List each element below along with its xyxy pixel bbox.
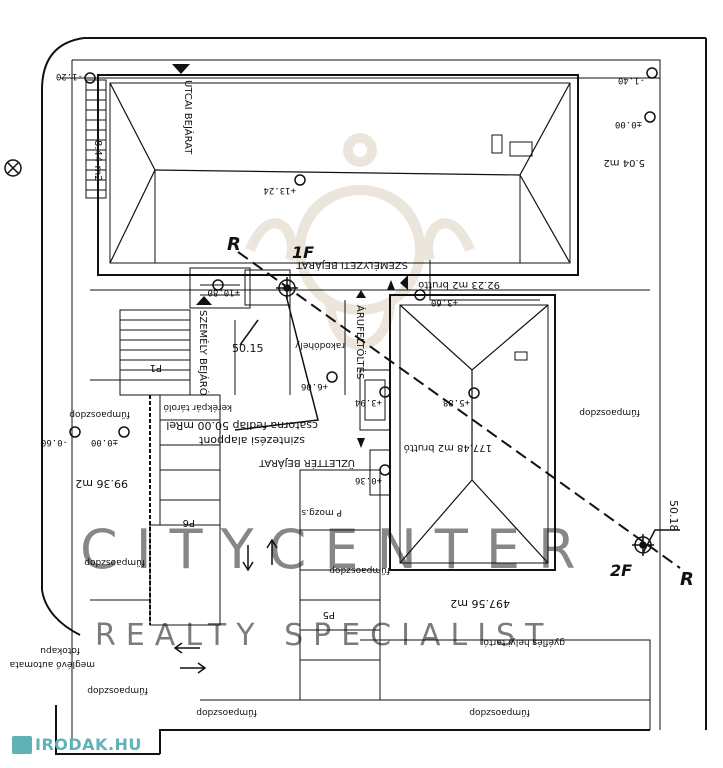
label-tree-1: fűmpaoszdop [69, 409, 130, 419]
label-staff-entrance: SZEMÉLYZETI BEJÁRAT [295, 259, 408, 272]
level-588: +5.88 [443, 397, 470, 407]
label-area-main: 177.48 m2 bruttó [404, 442, 492, 454]
survey-markers [4, 67, 680, 556]
label-machine: meglévő automata [10, 659, 95, 670]
level-top: +13.24 [263, 185, 296, 195]
label-machine2: fotokapu [40, 645, 80, 655]
label-street-entrance: UTCAI BEJÁRAT [182, 80, 195, 155]
level-1f-label: 1F [292, 243, 314, 262]
level-3: +3.60 [431, 297, 458, 307]
logo-text: IRODAK.HU [35, 735, 142, 754]
stairs-left [85, 79, 107, 199]
label-area-topleft: 8.44 m2 [92, 140, 103, 182]
level-060: -0.60 [41, 437, 68, 447]
label-tree-2: fűmpaoszdop [579, 407, 640, 417]
label-moz: P mozg.s. [299, 507, 342, 517]
level-000b: ±0.00 [91, 437, 118, 447]
label-tree-6: fűmpaoszdop [469, 707, 530, 717]
level-10: +10.80 [207, 287, 240, 297]
label-area-right: 5.04 m2 [603, 157, 645, 168]
level-394: +3.94 [355, 397, 382, 407]
label-person-entrance: SZEMÉLY BEJÁRÓ [197, 310, 210, 396]
label-50-15: 50.15 [232, 342, 264, 355]
label-trash: kerékpár tároló [163, 402, 232, 413]
label-container: gyéflés helyi tartó [483, 637, 565, 648]
level-606: +6.06 [301, 381, 328, 391]
section-label-r1: R [227, 234, 241, 255]
section-line [237, 251, 681, 569]
label-area-top: 92.23 m2 bruttó [418, 279, 500, 291]
label-goods-delivery: ÁRUFELTÖLTÉS [354, 305, 367, 379]
label-tree-3: fűmpaoszdop [84, 557, 145, 567]
building-top [97, 74, 579, 276]
watermark-text-2: REALTY SPECIALIST [95, 618, 553, 653]
label-area-lot: 497.56 m2 [450, 597, 510, 610]
label-sewer-note-1: csatorna fedlap 50.00 mRel [166, 419, 318, 432]
label-50-18: 50.18 [667, 500, 680, 532]
level-036: +0.36 [355, 475, 382, 485]
label-tree-4: fűmpaoszdop [329, 565, 390, 575]
label-shop-entrance: ÜZLETTÉR BEJÁRAT [258, 457, 355, 470]
level-140: -1.40 [618, 75, 645, 85]
label-area-left: 99.36 m2 [75, 477, 128, 490]
level-120: -1.20 [56, 71, 83, 81]
level-2f-label: 2F [610, 561, 632, 580]
label-parking-p5: P5 [323, 609, 335, 620]
entrance-arrows [172, 64, 408, 448]
middle-structures [90, 260, 651, 730]
building-main [389, 294, 556, 571]
label-storage: rakodóhely [294, 340, 345, 351]
irodak-logo: IRODAK.HU [12, 735, 142, 754]
section-label-r2: R [680, 569, 694, 590]
label-sewer-note-2: szintezési alappont [198, 434, 305, 447]
level-000a: ±0.00 [615, 119, 642, 129]
label-parking-p1: P1 [150, 362, 162, 373]
house-icon [12, 735, 32, 754]
label-parking-p6: P6 [183, 517, 195, 528]
label-tree-5: fűmpaoszdop [196, 707, 257, 717]
label-tree-7: fűmpaoszdop [87, 685, 148, 695]
lot-boundary [41, 37, 707, 755]
traffic-arrows [173, 538, 278, 674]
